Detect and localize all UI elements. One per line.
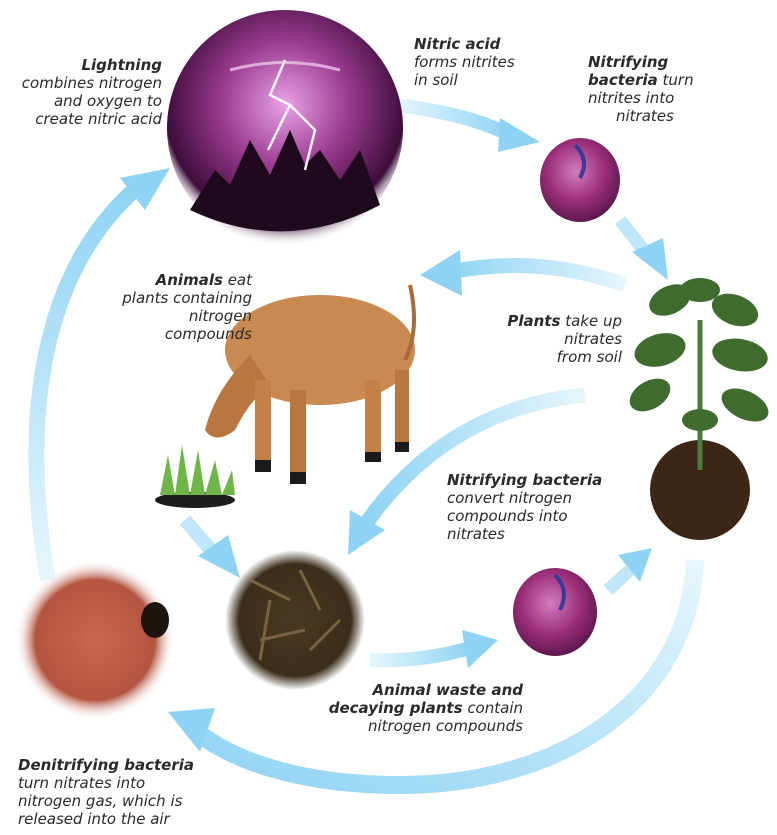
label-nitric-acid: Nitric acid forms nitrites in soil: [414, 35, 544, 89]
lightning-picture: [167, 10, 403, 246]
arrow-nitrifying-to-plants: [620, 220, 668, 280]
nitrifying-bacteria-top-picture: [540, 138, 620, 222]
arrow-denitrifying-to-lightning: [36, 168, 170, 580]
label-plants: Plants take up nitrates from soil: [490, 312, 622, 366]
arrow-waste-to-nitrifying: [370, 630, 498, 668]
arrow-plants-to-animals: [420, 250, 625, 296]
label-denitrifying: Denitrifying bacteria turn nitrates into…: [18, 756, 218, 828]
plant-picture: [624, 278, 774, 540]
arrow-lightning-to-nitrites: [395, 105, 540, 152]
label-animal-waste: Animal waste and decaying plants contain…: [318, 681, 523, 735]
nitrifying-bacteria-bottom-picture: [513, 568, 597, 656]
label-nitrifying-bottom: Nitrifying bacteria convert nitrogen com…: [447, 471, 617, 543]
denitrifying-bacteria-picture: [15, 560, 175, 720]
decaying-matter-picture: [225, 550, 365, 690]
label-nitrifying-top: Nitrifying bacteria turn nitrites into n…: [588, 53, 748, 125]
arrow-nitrifying-bottom-to-plants: [608, 548, 652, 590]
arrow-animals-to-waste: [185, 520, 240, 578]
label-lightning: Lightning combines nitrogen and oxygen t…: [5, 56, 162, 128]
grass-picture: [155, 445, 235, 508]
label-animals: Animals eat plants containing nitrogen c…: [100, 271, 252, 343]
